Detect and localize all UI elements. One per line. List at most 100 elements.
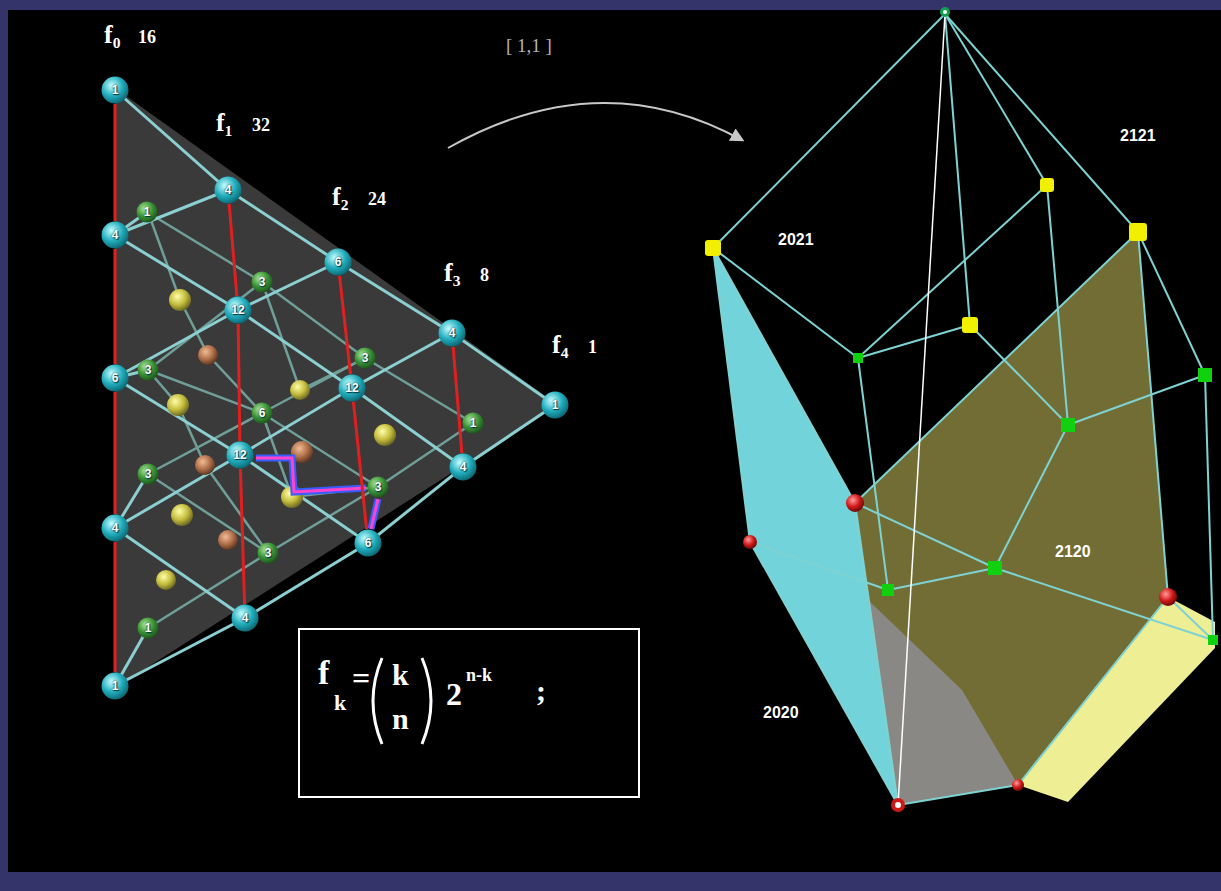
sphere-number: 4 xyxy=(225,184,232,196)
green-vertex xyxy=(1198,368,1212,382)
sphere-number: 4 xyxy=(449,327,456,339)
cyan-face xyxy=(713,248,898,805)
red-vertex xyxy=(743,535,757,549)
polytope-edge xyxy=(945,14,970,325)
sphere-number: 3 xyxy=(145,468,152,480)
formula-text: n-k xyxy=(466,666,492,684)
sphere-fill xyxy=(102,222,129,249)
green-sphere: 1 xyxy=(136,201,158,223)
sphere-number: 12 xyxy=(231,304,244,316)
face-count: 1 xyxy=(588,338,597,356)
sphere-number: 12 xyxy=(233,449,246,461)
green-sphere: 1 xyxy=(462,412,484,434)
red-vertex xyxy=(1012,779,1024,791)
cyan-sphere: 12 xyxy=(338,374,366,402)
sphere-number: 3 xyxy=(265,547,272,559)
face-count: 8 xyxy=(480,266,489,284)
yellow-sphere xyxy=(156,570,176,590)
sphere-fill xyxy=(325,249,352,276)
sphere-fill xyxy=(463,413,484,434)
face-count: 24 xyxy=(368,190,386,208)
face-count-label: f₄ xyxy=(552,332,568,358)
sphere-fill xyxy=(138,464,159,485)
face-count-label: f₂ xyxy=(332,184,348,210)
polytope-edge xyxy=(713,248,855,503)
polytope-edge xyxy=(970,325,1068,425)
cyan-sphere: 1 xyxy=(101,672,129,700)
polytope-edge xyxy=(1205,375,1213,640)
vertex-label: 2120 xyxy=(1055,544,1091,560)
sphere-number: 4 xyxy=(112,522,119,534)
polytope-edge xyxy=(1138,232,1168,597)
sphere-number: 3 xyxy=(259,276,266,288)
face-count-label: f₀ xyxy=(104,22,120,48)
green-vertex xyxy=(853,353,863,363)
face-count-label: f₃ xyxy=(444,260,460,286)
map-label: [ 1,1 ] xyxy=(506,36,552,55)
map-arrow xyxy=(448,103,742,148)
formula-text: n xyxy=(392,704,409,734)
green-sphere: 3 xyxy=(257,542,279,564)
yellow-face xyxy=(1018,597,1215,802)
cyan-sphere: 4 xyxy=(101,514,129,542)
lattice-inner-line xyxy=(148,370,268,553)
right-paren xyxy=(422,658,431,744)
yellow-vertex xyxy=(962,317,978,333)
highlight-path xyxy=(256,458,366,492)
green-sphere: 3 xyxy=(137,359,159,381)
bottom-vertex-core xyxy=(895,802,901,808)
green-sphere: 6 xyxy=(251,402,273,424)
sphere-fill xyxy=(542,392,569,419)
red-column-line xyxy=(238,324,240,441)
green-sphere: 3 xyxy=(137,463,159,485)
cyan-sphere: 6 xyxy=(354,529,382,557)
formula-text: 2 xyxy=(446,678,462,710)
red-column-line xyxy=(240,469,244,604)
highlight-path xyxy=(371,499,378,529)
polytope-edge xyxy=(855,503,898,805)
lattice-line xyxy=(115,90,555,405)
red-column-line xyxy=(229,204,237,296)
sphere-fill xyxy=(368,477,389,498)
sphere-fill xyxy=(339,375,366,402)
bottom-vertex xyxy=(891,798,905,812)
sphere-fill xyxy=(232,605,259,632)
polytope-edge xyxy=(995,568,1213,640)
green-sphere: 1 xyxy=(137,617,159,639)
yellow-sphere xyxy=(169,289,191,311)
green-vertex xyxy=(1208,635,1218,645)
lattice-line xyxy=(115,235,463,467)
sphere-number: 1 xyxy=(552,399,559,411)
grey-face xyxy=(868,600,1018,805)
face-count-label: f₁ xyxy=(216,110,232,136)
sphere-fill xyxy=(355,530,382,557)
sphere-fill xyxy=(137,202,158,223)
sphere-number: 3 xyxy=(145,364,152,376)
polytope-diagonal xyxy=(898,14,945,805)
red-column-line xyxy=(340,276,351,374)
sphere-number: 4 xyxy=(460,461,467,473)
slide-ground xyxy=(8,10,1221,872)
sphere-number: 3 xyxy=(375,481,382,493)
sphere-number: 6 xyxy=(259,407,266,419)
sphere-fill xyxy=(102,365,129,392)
sphere-fill xyxy=(138,360,159,381)
sphere-number: 6 xyxy=(112,372,119,384)
sphere-number: 1 xyxy=(145,622,152,634)
yellow-sphere xyxy=(171,504,193,526)
sphere-fill xyxy=(450,454,477,481)
lattice-inner-line xyxy=(148,423,473,628)
sphere-number: 6 xyxy=(365,537,372,549)
sphere-number: 1 xyxy=(144,206,151,218)
polytope-edge xyxy=(1018,597,1168,785)
green-sphere: 3 xyxy=(354,347,376,369)
yellow-vertex xyxy=(1129,223,1147,241)
polytope-edge xyxy=(1047,185,1068,425)
vertex-label: 2121 xyxy=(1120,128,1156,144)
sphere-number: 12 xyxy=(345,382,358,394)
polytope-edge xyxy=(898,785,1018,805)
cyan-sphere: 1 xyxy=(101,76,129,104)
formula-text: f xyxy=(318,656,329,690)
